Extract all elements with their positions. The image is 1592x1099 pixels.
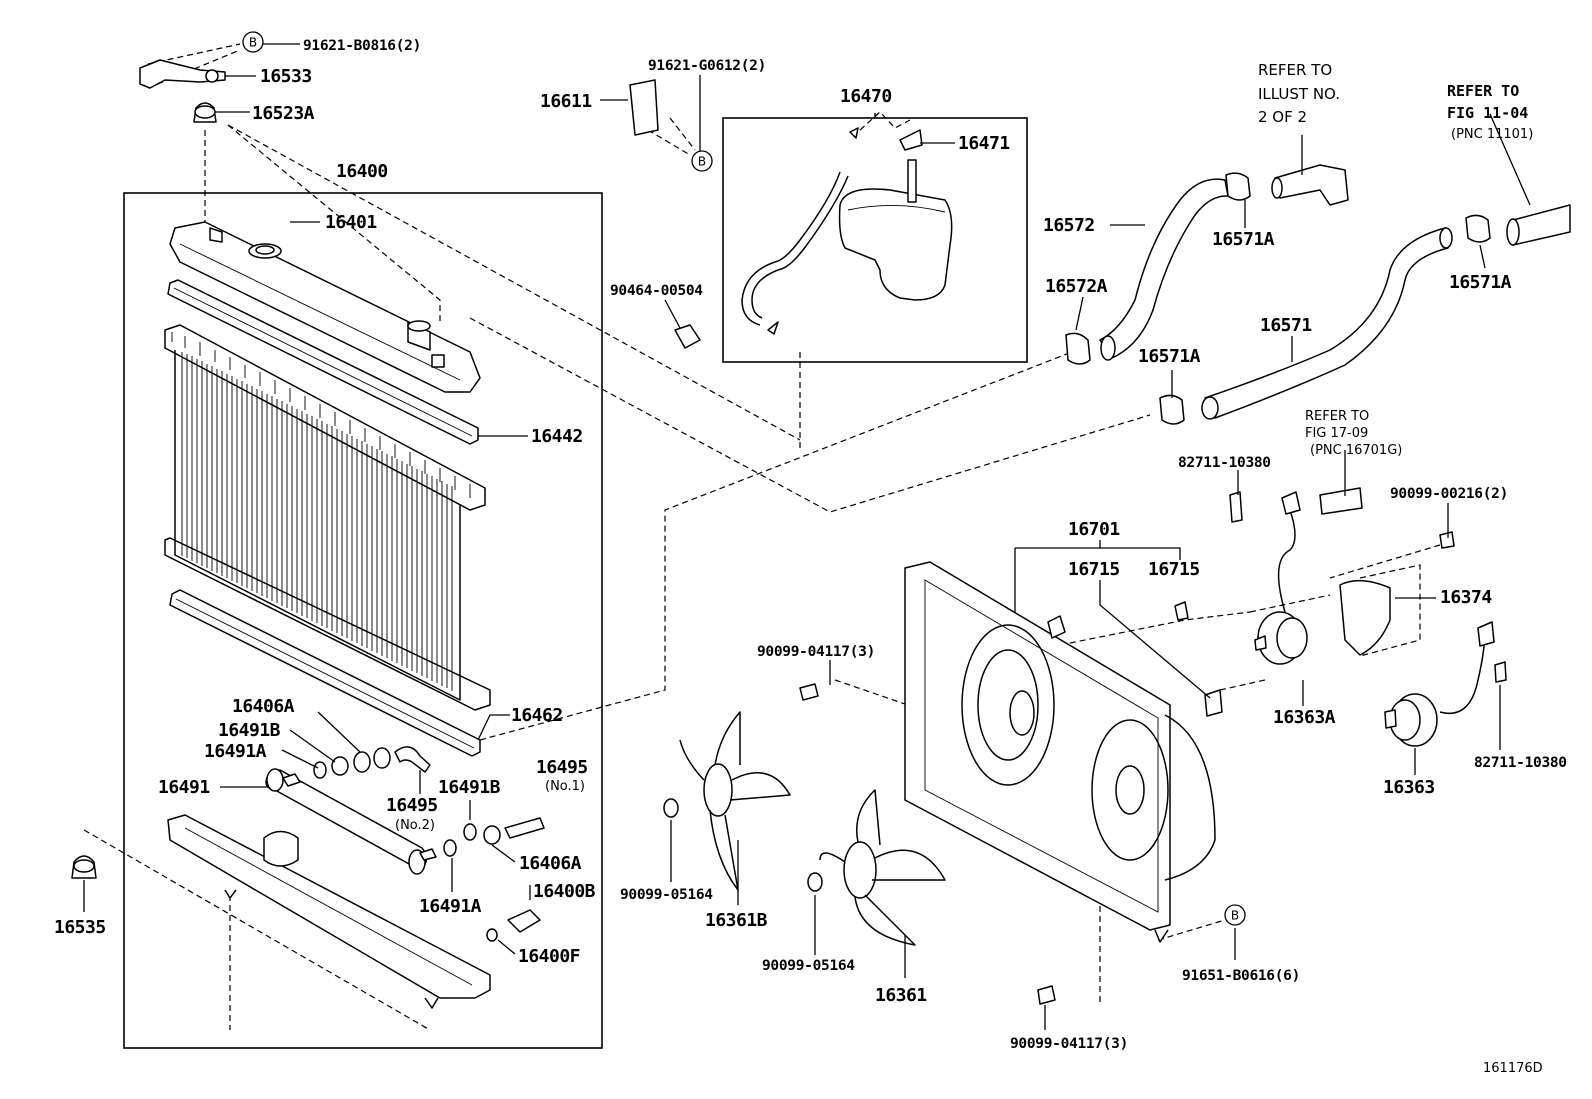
fan-illustration [663,711,946,946]
part-label-90099-04117-bottom: 90099-04117(3) [1010,1036,1128,1052]
part-label-16471: 16471 [958,133,1010,154]
part-label-16363: 16363 [1383,777,1435,798]
part-label-90464-00504: 90464-00504 [610,283,703,299]
part-label-16470: 16470 [840,86,892,107]
part-label-16571A-right: 16571A [1449,272,1512,293]
part-label-16495-no2: 16495 [386,795,438,816]
note-line-2: FIG 11-04 [1447,104,1528,122]
b-badge-letter: B [698,155,706,169]
reference-note-fig-11-04: REFER TO FIG 11-04 (PNC 11101) [1447,82,1533,142]
part-label-16572A: 16572A [1045,276,1108,297]
part-labels: 91621-B0816(2) 16533 16523A 16400 16401 … [54,38,1567,1052]
part-label-16462: 16462 [511,705,563,726]
part-label-16571A-mid: 16571A [1138,346,1201,367]
note-line-1: REFER TO [1447,82,1519,100]
part-label-16400B: 16400B [533,881,596,902]
part-label-90099-05164-a: 90099-05164 [620,887,713,903]
note-line-2: ILLUST NO. [1258,85,1340,103]
part-label-16361: 16361 [875,985,927,1006]
part-label-91621-B0816: 91621-B0816(2) [303,38,421,54]
b-badge-letter: B [249,36,257,50]
part-label-16401: 16401 [325,212,377,233]
part-label-16495-no2-sub: (No.2) [395,818,435,833]
b-badge-top-left: B [242,31,264,53]
part-label-82711-10380-bottom: 82711-10380 [1474,755,1567,771]
part-label-16495-no1: 16495 [536,757,588,778]
part-label-16571A-top: 16571A [1212,229,1275,250]
note-line-3: (PNC 16701G) [1310,443,1402,458]
note-line-2: FIG 17-09 [1305,426,1368,441]
part-label-16491B-bottom: 16491B [438,777,501,798]
note-line-3: 2 OF 2 [1258,108,1307,126]
part-label-16491B-top: 16491B [218,720,281,741]
part-label-90099-05164-b: 90099-05164 [762,958,855,974]
part-label-82711-10380-top: 82711-10380 [1178,455,1271,471]
motor-illustration [629,79,1507,1005]
part-label-16491: 16491 [158,777,210,798]
part-label-16715-b: 16715 [1148,559,1200,580]
part-label-16611: 16611 [540,91,592,112]
part-label-16571: 16571 [1260,315,1312,336]
part-label-16406A-bottom: 16406A [519,853,582,874]
part-label-16491A-bottom: 16491A [419,896,482,917]
part-label-16363A: 16363A [1273,707,1336,728]
part-label-91651-B0616: 91651-B0616(6) [1182,968,1300,984]
diagram-id: 161176D [1483,1061,1543,1076]
part-label-16715-a: 16715 [1068,559,1120,580]
part-label-16406A-top: 16406A [232,696,295,717]
fan-shroud-illustration [904,561,1216,943]
part-label-16533: 16533 [260,66,312,87]
part-label-16535: 16535 [54,917,106,938]
part-label-16491A-top: 16491A [204,741,267,762]
note-line-1: REFER TO [1305,409,1369,424]
b-badge-bottom: B [1224,904,1246,926]
part-label-16442: 16442 [531,426,583,447]
reference-note-illust: REFER TO ILLUST NO. 2 OF 2 [1258,61,1340,126]
part-label-16400: 16400 [336,161,388,182]
b-badge-letter: B [1231,909,1239,923]
reservoir-illustration [741,127,953,335]
part-label-90099-00216: 90099-00216(2) [1390,486,1508,502]
part-label-90099-04117-top: 90099-04117(3) [757,644,875,660]
note-line-1: REFER TO [1258,61,1332,79]
part-label-16495-no1-sub: (No.1) [545,779,585,794]
hose-illustration [1065,164,1571,515]
part-label-16361B: 16361B [705,910,768,931]
part-label-16523A: 16523A [252,103,315,124]
part-label-91621-G0612: 91621-G0612(2) [648,58,766,74]
part-label-16374: 16374 [1440,587,1492,608]
part-label-16400F: 16400F [518,946,580,967]
radiator-illustration [71,59,545,1009]
part-label-16701: 16701 [1068,519,1120,540]
radiator-assembly-box [123,192,603,1049]
b-badge-center: B [691,150,713,172]
note-line-3: (PNC 11101) [1451,127,1533,142]
part-label-16572: 16572 [1043,215,1095,236]
reference-note-fig-17-09: REFER TO FIG 17-09 (PNC 16701G) [1305,409,1402,458]
leader-lines [83,75,1531,1030]
